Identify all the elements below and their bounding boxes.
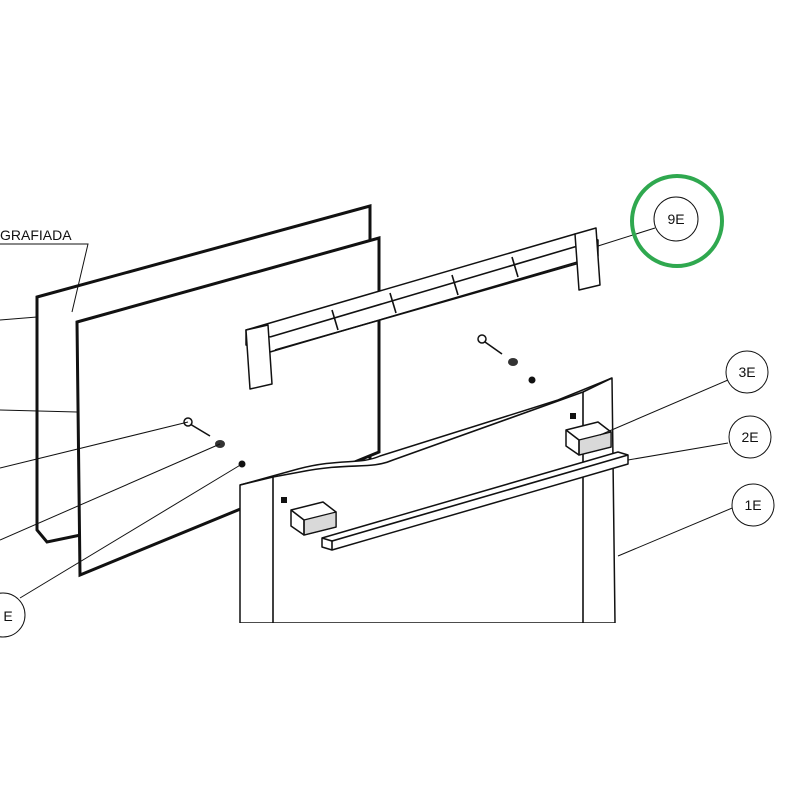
outer-door-frame [239,377,616,623]
highlight-circle [630,174,724,268]
leader-lines [0,227,738,599]
callout-3e: 3E [725,350,769,394]
washer-right [508,358,518,366]
door-handle-bar [321,451,629,551]
screw-right [477,334,503,355]
top-rail-9e [245,227,601,390]
svg-text:1E: 1E [744,497,761,513]
handle-support-right [565,421,612,456]
hinge-hole-right [570,413,576,419]
callout-partial: E [0,592,26,638]
callout-2e: 2E [728,415,772,459]
svg-text:GRAFIADA: GRAFIADA [0,227,72,243]
callout-9e: 9E [653,196,699,242]
svg-text:2E: 2E [741,429,758,445]
nut-right [528,376,536,384]
hinge-hole-left [281,497,287,503]
label-grafiada: GRAFIADA [0,227,72,243]
handle-support-left [290,501,337,536]
callout-1e: 1E [731,483,775,527]
svg-text:E: E [3,608,12,624]
svg-text:9E: 9E [667,211,684,227]
svg-text:3E: 3E [738,364,755,380]
